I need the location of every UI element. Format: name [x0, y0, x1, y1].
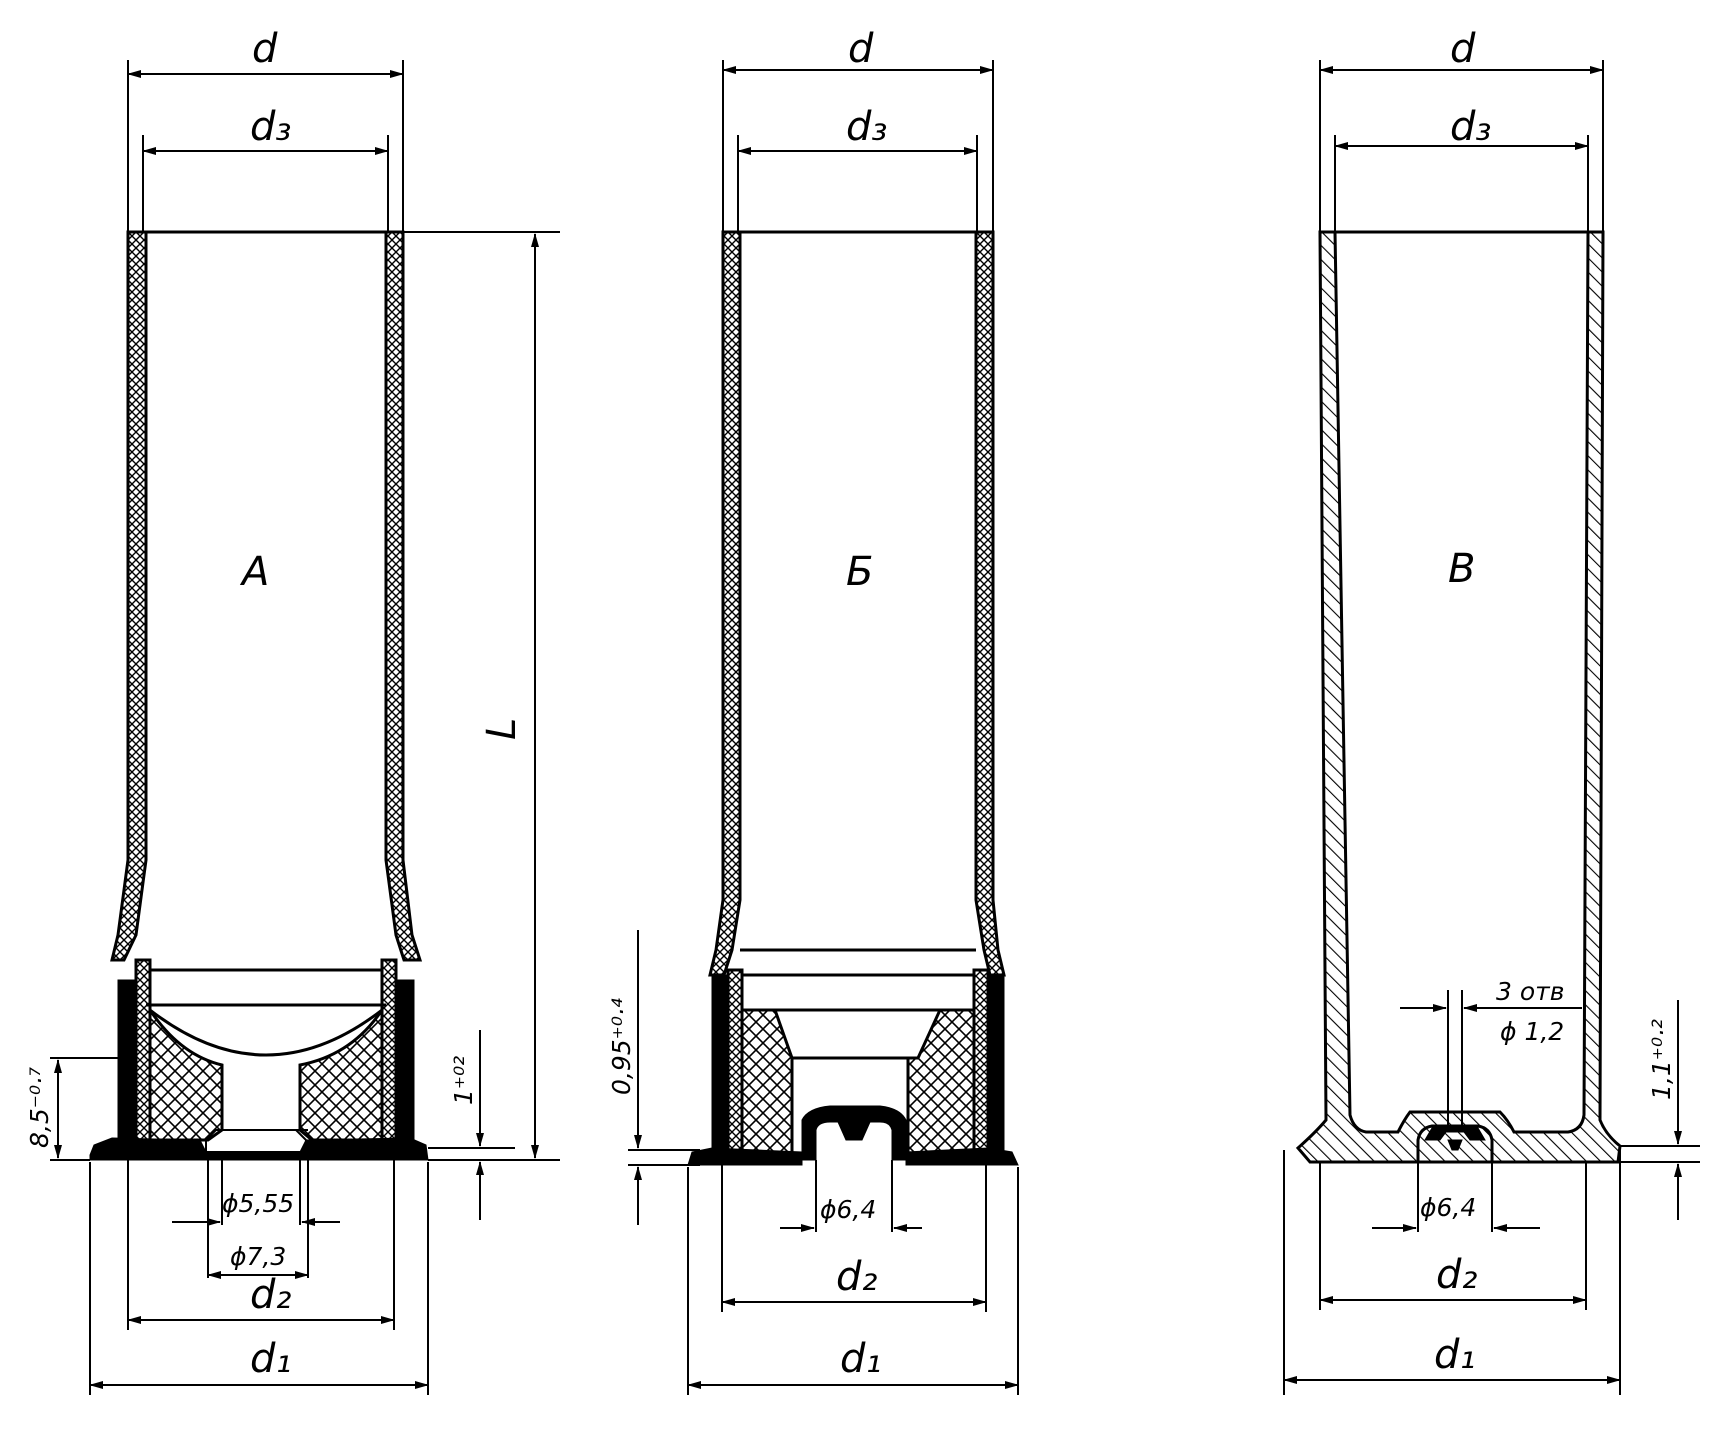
left-wall: [110, 230, 148, 962]
cartridge-a-label: А: [239, 549, 269, 595]
dim-left-tol-label: 8,5⁻⁰·⁷: [25, 1067, 54, 1148]
cartridge-v-label: В: [1448, 546, 1475, 592]
dim-right-tol-label: 1⁺⁰²: [449, 1056, 478, 1105]
dim-d1-label: d₁: [1434, 1332, 1475, 1378]
dim-d3-label: d₃: [846, 104, 887, 150]
left-wall: [708, 230, 742, 977]
dim-d1-label: d₁: [250, 1336, 291, 1382]
holes-note-count: 3 отв: [1496, 977, 1564, 1006]
dim-right-tol-label: 1,1⁺⁰·²: [1647, 1019, 1676, 1100]
dim-d-label: d: [848, 26, 874, 72]
dim-d2-label: d₂: [250, 1272, 291, 1318]
shell: [1295, 230, 1622, 1164]
cartridge-v: d d₃ 3 отв ϕ 1,2 1,1⁺⁰·² ϕ6,4 d: [1283, 26, 1700, 1395]
dim-d2-label: d₂: [836, 1254, 877, 1300]
dim-hole-label: ϕ6,4: [1420, 1193, 1476, 1222]
holes-note-dia: ϕ 1,2: [1500, 1017, 1564, 1046]
dim-d2-label: d₂: [1436, 1252, 1477, 1298]
dim-d-label: d: [252, 26, 278, 72]
dim-hole-label: ϕ6,4: [820, 1195, 876, 1224]
head-insert-right: [298, 1005, 384, 1142]
cartridge-b: d d₃ 0,95⁺⁰·⁴ ϕ6,4: [607, 26, 1019, 1395]
dim-d1-label: d₁: [840, 1336, 881, 1382]
right-wall: [974, 230, 1006, 977]
cartridge-a: d d₃ L 1⁺⁰² 8,: [25, 26, 560, 1395]
head-outer: [117, 979, 137, 1141]
head-insert-right: [906, 1008, 976, 1157]
dim-d-label: d: [1450, 26, 1476, 72]
head-insert-left: [740, 1008, 794, 1157]
dim-hole-inner-label: ϕ5,55: [222, 1189, 294, 1218]
primer: [1416, 1124, 1494, 1164]
rim: [687, 1147, 803, 1166]
dim-d3-label: d₃: [250, 104, 291, 150]
head-insert-left: [148, 1005, 224, 1142]
dim-d3-label: d₃: [1450, 104, 1491, 150]
cartridge-b-label: Б: [846, 549, 873, 595]
head-wall-left: [134, 958, 152, 1152]
right-wall: [384, 230, 423, 962]
dim-left-tol-label: 0,95⁺⁰·⁴: [607, 998, 636, 1095]
dim-hole-outer-label: ϕ7,3: [230, 1242, 286, 1271]
dim-L-label: L: [479, 718, 525, 740]
rim: [89, 1137, 429, 1161]
